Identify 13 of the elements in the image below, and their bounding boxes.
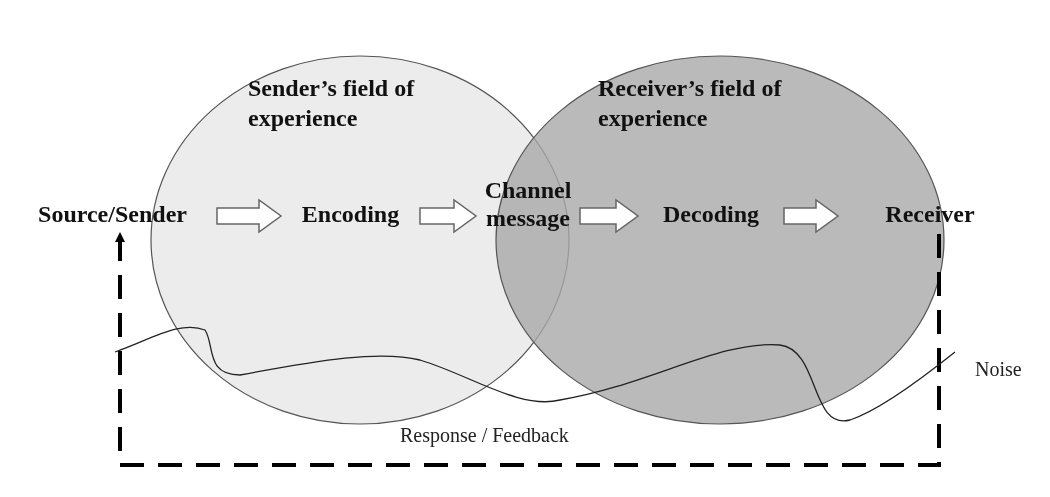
field-label: Receiver’s field of experience xyxy=(598,74,783,133)
process-label: Receiver xyxy=(840,200,1020,232)
process-label: Channel message xyxy=(478,176,578,236)
block-arrow xyxy=(579,198,640,234)
block-arrow xyxy=(216,198,283,234)
process-label: Encoding xyxy=(283,200,418,232)
block-arrow xyxy=(783,198,840,234)
process-label: Source/Sender xyxy=(10,200,215,232)
process-label: Decoding xyxy=(640,200,782,232)
field-label: Sender’s field of experience xyxy=(248,74,416,133)
feedback-arrow xyxy=(115,232,941,467)
block-arrow xyxy=(419,198,478,234)
noise-label: Noise xyxy=(975,358,1022,381)
